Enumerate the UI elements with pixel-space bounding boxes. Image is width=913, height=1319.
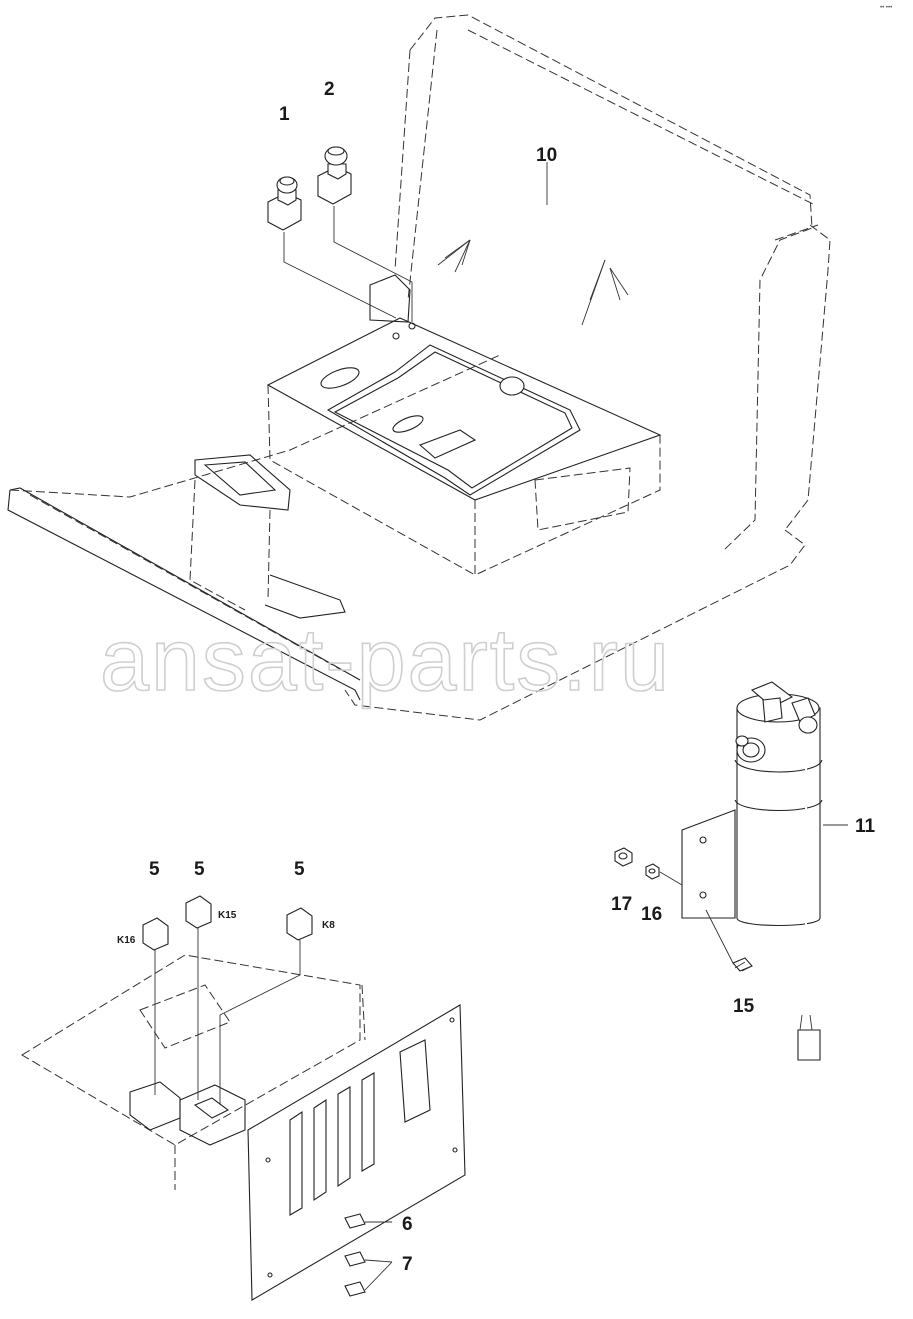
relay-tag-k16: K16 — [117, 935, 136, 946]
callout-1: 1 — [279, 104, 290, 125]
callout-16: 16 — [641, 904, 662, 925]
watermark: ansat-parts.ru — [100, 610, 671, 709]
callout-7: 7 — [402, 1254, 413, 1275]
fuse-7b — [344, 1259, 393, 1297]
relay-panel — [21, 954, 466, 1301]
relay-k15 — [185, 895, 212, 1100]
relay-tag-k15: K15 — [218, 910, 237, 921]
callout-17: 17 — [611, 894, 632, 915]
wire-harness-10 — [437, 162, 629, 326]
callout-10: 10 — [536, 145, 557, 166]
switch-2 — [317, 146, 413, 322]
callout-15: 15 — [733, 996, 755, 1017]
fuse-7a — [344, 1251, 366, 1267]
washer-16 — [645, 863, 683, 886]
bolt-15 — [705, 909, 753, 972]
relay-k8 — [219, 907, 313, 1105]
relay-k16 — [142, 917, 169, 1095]
switch-1 — [267, 176, 397, 319]
receiver-drier-11 — [681, 681, 848, 1061]
fuse-6 — [344, 1213, 392, 1229]
callout-5a: 5 — [149, 859, 160, 880]
nut-17 — [614, 847, 633, 867]
callout-5b: 5 — [194, 859, 205, 880]
relay-tag-k8: K8 — [322, 920, 335, 931]
callout-5c: 5 — [294, 859, 305, 880]
corner-mark: •• ••• — [880, 5, 892, 11]
callout-2: 2 — [324, 79, 335, 100]
callout-11: 11 — [855, 816, 876, 837]
callout-6: 6 — [402, 1214, 413, 1235]
cab-assembly — [7, 14, 831, 721]
